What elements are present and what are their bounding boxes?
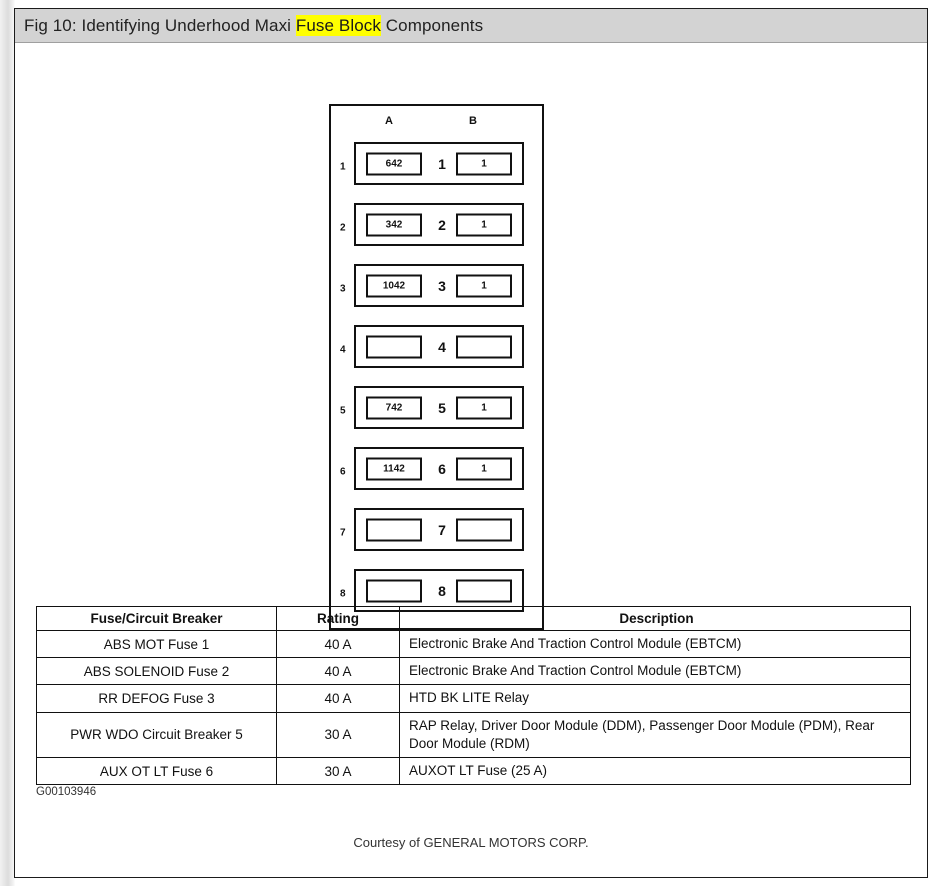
row-number: 1 — [340, 161, 346, 172]
fuse-slot-b — [456, 335, 512, 358]
fuse-slot-a: 1142 — [366, 457, 422, 480]
cell-rating: 40 A — [276, 684, 400, 713]
fuse-legend-table: Fuse/Circuit Breaker Rating Description … — [36, 606, 911, 786]
fuse-slot-b: 1 — [456, 457, 512, 480]
title-highlight: Fuse Block — [295, 14, 381, 36]
figure-title-bar: Fig 10: Identifying Underhood Maxi Fuse … — [15, 9, 927, 43]
cell-fuse-name: ABS SOLENOID Fuse 2 — [36, 657, 277, 686]
fuse-slot-a: 642 — [366, 152, 422, 175]
table-header-row: Fuse/Circuit Breaker Rating Description — [36, 606, 911, 631]
fuse-row: 1 642 1 1 — [331, 136, 542, 197]
column-header-rating: Rating — [276, 606, 400, 631]
cell-fuse-name: AUX OT LT Fuse 6 — [36, 757, 277, 786]
table-row: ABS SOLENOID Fuse 2 40 A Electronic Brak… — [36, 657, 911, 686]
row-frame: 1142 6 1 — [354, 447, 524, 490]
cell-description: Electronic Brake And Traction Control Mo… — [399, 657, 911, 686]
cell-rating: 30 A — [276, 757, 400, 786]
row-frame: 742 5 1 — [354, 386, 524, 429]
fuse-slot-center-label: 4 — [438, 338, 446, 355]
fuse-slot-center-label: 6 — [438, 460, 446, 477]
column-header-b: B — [469, 115, 477, 127]
fuse-slot-center-label: 8 — [438, 582, 446, 599]
column-header-fuse: Fuse/Circuit Breaker — [36, 606, 277, 631]
document-panel: Fig 10: Identifying Underhood Maxi Fuse … — [14, 8, 928, 878]
column-header-a: A — [385, 115, 393, 127]
cell-rating: 30 A — [276, 711, 400, 759]
table-row: ABS MOT Fuse 1 40 A Electronic Brake And… — [36, 629, 911, 659]
fuse-slot-a — [366, 518, 422, 541]
cell-description: RAP Relay, Driver Door Module (DDM), Pas… — [399, 711, 911, 759]
row-frame: 642 1 1 — [354, 142, 524, 185]
fuse-slot-b: 1 — [456, 213, 512, 236]
row-number: 2 — [340, 222, 346, 233]
table-row: RR DEFOG Fuse 3 40 A HTD BK LITE Relay — [36, 684, 911, 713]
row-frame: 1042 3 1 — [354, 264, 524, 307]
table-row: AUX OT LT Fuse 6 30 A AUXOT LT Fuse (25 … — [36, 757, 911, 786]
row-number: 3 — [340, 283, 346, 294]
row-number: 6 — [340, 466, 346, 477]
table-head: Fuse/Circuit Breaker Rating Description — [36, 606, 911, 631]
cell-description: Electronic Brake And Traction Control Mo… — [399, 629, 911, 659]
table-row: PWR WDO Circuit Breaker 5 30 A RAP Relay… — [36, 711, 911, 759]
fuse-slot-a: 1042 — [366, 274, 422, 297]
column-header-description: Description — [399, 606, 911, 631]
fuse-block-outline: A B 1 642 1 1 2 342 2 1 — [329, 104, 544, 630]
title-suffix: Components — [380, 15, 484, 35]
fuse-slot-center-label: 3 — [438, 277, 446, 294]
row-number: 5 — [340, 405, 346, 416]
row-frame: 342 2 1 — [354, 203, 524, 246]
row-number: 4 — [340, 344, 346, 355]
fuse-slot-center-label: 5 — [438, 399, 446, 416]
cell-description: HTD BK LITE Relay — [399, 684, 911, 713]
cell-description: AUXOT LT Fuse (25 A) — [399, 757, 911, 786]
fuse-legend-table-wrap: Fuse/Circuit Breaker Rating Description … — [36, 606, 911, 786]
fuse-row: 6 1142 6 1 — [331, 441, 542, 502]
fuse-row-list: 1 642 1 1 2 342 2 1 3 — [331, 136, 542, 624]
cell-fuse-name: PWR WDO Circuit Breaker 5 — [36, 711, 277, 759]
fuse-slot-center-label: 7 — [438, 521, 446, 538]
cell-rating: 40 A — [276, 657, 400, 686]
fuse-row: 7 7 — [331, 502, 542, 563]
fuse-block-diagram: A B 1 642 1 1 2 342 2 1 — [15, 43, 927, 630]
fuse-slot-center-label: 1 — [438, 155, 446, 172]
fuse-slot-b — [456, 579, 512, 602]
row-number: 8 — [340, 588, 346, 599]
page-title: Fig 10: Identifying Underhood Maxi Fuse … — [24, 14, 484, 36]
figure-id: G00103946 — [36, 786, 97, 798]
fuse-slot-a: 742 — [366, 396, 422, 419]
fuse-row: 3 1042 3 1 — [331, 258, 542, 319]
fuse-slot-b: 1 — [456, 274, 512, 297]
cell-rating: 40 A — [276, 629, 400, 659]
cell-fuse-name: ABS MOT Fuse 1 — [36, 629, 277, 659]
row-frame: 4 — [354, 325, 524, 368]
fuse-slot-b: 1 — [456, 396, 512, 419]
table-body: ABS MOT Fuse 1 40 A Electronic Brake And… — [36, 629, 911, 786]
fuse-slot-a — [366, 579, 422, 602]
fuse-slot-center-label: 2 — [438, 216, 446, 233]
fuse-slot-b: 1 — [456, 152, 512, 175]
fuse-slot-b — [456, 518, 512, 541]
fuse-row: 5 742 5 1 — [331, 380, 542, 441]
row-frame: 7 — [354, 508, 524, 551]
fuse-row: 4 4 — [331, 319, 542, 380]
fuse-slot-a — [366, 335, 422, 358]
courtesy-note: Courtesy of GENERAL MOTORS CORP. — [353, 835, 589, 850]
fuse-row: 2 342 2 1 — [331, 197, 542, 258]
cell-fuse-name: RR DEFOG Fuse 3 — [36, 684, 277, 713]
title-prefix: Fig 10: Identifying Underhood Maxi — [24, 15, 296, 35]
fuse-slot-a: 342 — [366, 213, 422, 236]
row-number: 7 — [340, 527, 346, 538]
